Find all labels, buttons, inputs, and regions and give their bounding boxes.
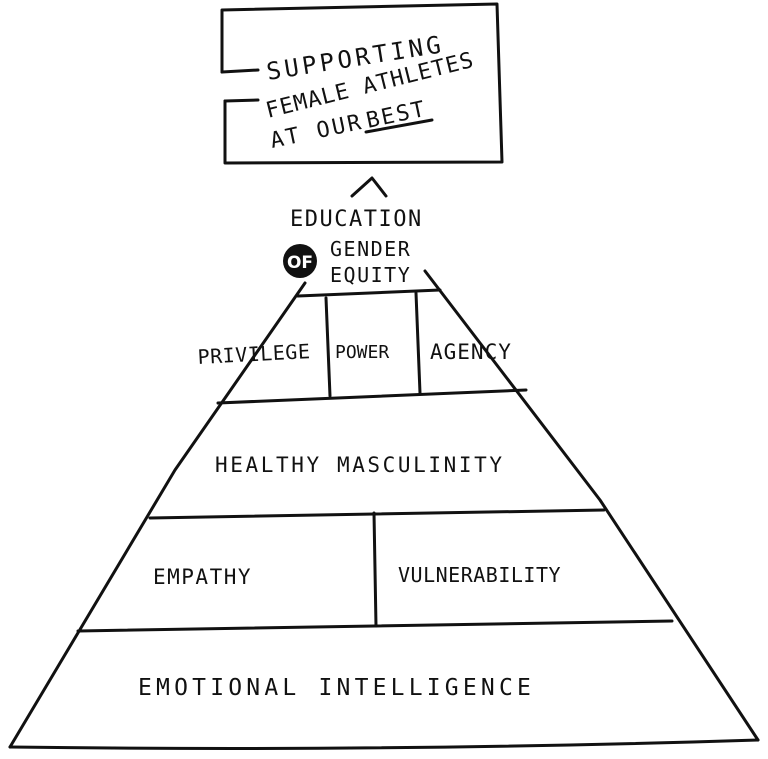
best-underline bbox=[364, 118, 434, 134]
tier1-divider-bottom bbox=[216, 388, 528, 405]
tier1-privilege: Privilege bbox=[197, 339, 311, 369]
tier4-emotional-intelligence: Emotional Intelligence bbox=[138, 675, 535, 701]
tier1-power: Power bbox=[335, 342, 389, 363]
tier-labels: Privilege Power Agency Healthy Masculini… bbox=[138, 339, 561, 701]
tier3-empathy: Empathy bbox=[153, 565, 252, 589]
tier1-vertical-1 bbox=[324, 296, 332, 398]
goal-box-tick-top bbox=[220, 68, 260, 74]
goal-box-outline bbox=[220, 2, 504, 165]
pyramid-left-edge bbox=[8, 281, 307, 749]
goal-box-tick-bottom bbox=[223, 98, 260, 103]
pyramid-base bbox=[8, 738, 760, 750]
apex-equity: Equity bbox=[330, 263, 411, 287]
apex-label: Education OF Gender Equity bbox=[283, 207, 423, 287]
goal-line-3-emphasis: best bbox=[364, 97, 429, 134]
apex-education: Education bbox=[290, 207, 423, 232]
apex-divider bbox=[296, 288, 442, 298]
tier3-vertical bbox=[372, 511, 378, 628]
tier2-divider-bottom bbox=[148, 508, 606, 520]
tier1-agency: Agency bbox=[430, 340, 512, 364]
of-badge bbox=[283, 244, 317, 278]
tier1-vertical-2 bbox=[414, 291, 422, 395]
goal-box: Supporting Female Athletes at our best bbox=[220, 2, 504, 165]
of-badge-text: OF bbox=[287, 253, 313, 273]
pyramid-frame bbox=[8, 269, 760, 750]
caret-arrow-icon bbox=[350, 176, 388, 198]
tier2-healthy-masculinity: Healthy Masculinity bbox=[215, 453, 505, 477]
apex-gender: Gender bbox=[330, 237, 411, 261]
tier3-vulnerability: Vulnerability bbox=[398, 563, 561, 587]
pyramid-right-edge bbox=[423, 269, 760, 742]
